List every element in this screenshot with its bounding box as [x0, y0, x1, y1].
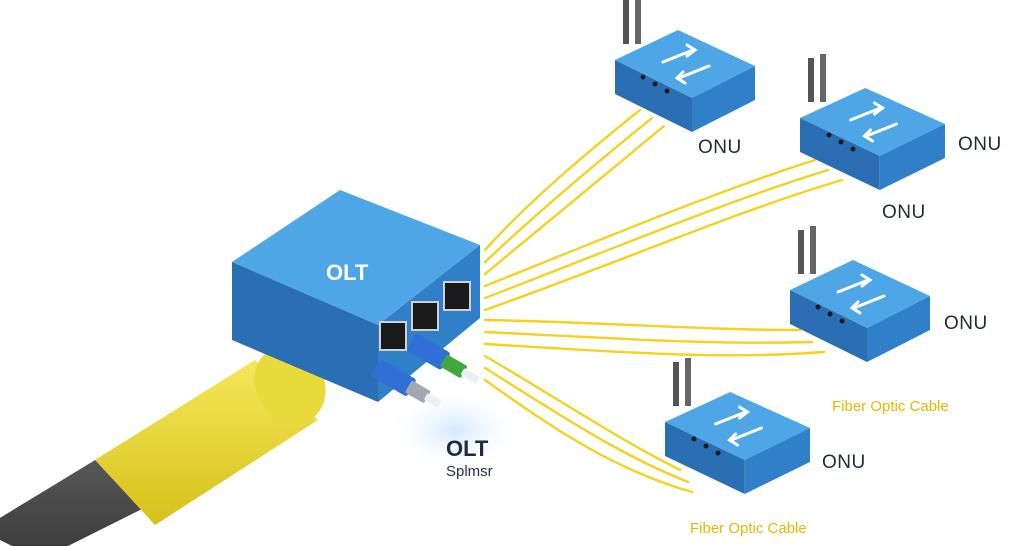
ethernet-port-icon [443, 281, 471, 311]
port-icon [664, 88, 670, 94]
fiber-strand [483, 158, 817, 288]
onu-label: ONU [698, 137, 742, 158]
transfer-arrows-icon [849, 101, 898, 143]
antenna-icon [685, 358, 691, 406]
onu-device [615, 0, 755, 132]
onu-label: ONU [944, 313, 988, 334]
antenna-icon [798, 230, 804, 274]
onu-label: ONU [958, 134, 1002, 155]
fiber-strand [483, 116, 654, 264]
port-icon [652, 81, 658, 87]
onu-label: ONU [882, 202, 926, 223]
fiber-strand [483, 342, 826, 357]
ethernet-port-icon [411, 301, 439, 331]
fiber-strand [483, 124, 666, 276]
fiber-cable-label: Fiber Optic Cable [690, 520, 807, 537]
port-icon [715, 450, 721, 456]
fiber-cables [483, 108, 844, 494]
fiber-strand [483, 168, 830, 300]
transfer-arrows-icon [661, 43, 711, 85]
fiber-strand [483, 178, 844, 312]
port-icon [640, 74, 646, 80]
olt-box-label: OLT [326, 260, 369, 285]
ethernet-ports [379, 281, 471, 351]
onu-device [790, 226, 930, 362]
fiber-strand [483, 354, 682, 472]
fiber-strand [483, 378, 694, 494]
port-icon [827, 311, 833, 317]
port-icon [815, 304, 821, 310]
onu-device [800, 54, 945, 190]
olt-label: OLT [446, 436, 489, 461]
antenna-icon [810, 226, 816, 274]
splitter-label: Splmsr [446, 463, 493, 480]
onu-devices [615, 0, 945, 494]
trunk-cable [0, 346, 326, 546]
port-icon [703, 443, 709, 449]
fiber-strand [483, 318, 802, 332]
port-icon [839, 318, 845, 324]
port-icon [850, 146, 856, 152]
fiber-strand [483, 366, 690, 484]
fiber-connectors [371, 334, 480, 408]
port-icon [826, 132, 832, 138]
antenna-icon [820, 54, 826, 102]
transfer-arrows-icon [714, 405, 763, 447]
ethernet-port-icon [379, 321, 407, 351]
splitter-glow [385, 385, 525, 475]
antenna-icon [635, 0, 641, 44]
antenna-icon [808, 58, 814, 102]
onu-label: ONU [822, 452, 866, 473]
onu-device [665, 358, 810, 494]
olt-device [232, 190, 480, 402]
transfer-arrows-icon [836, 273, 886, 315]
port-icon [691, 436, 697, 442]
fiber-strand [483, 108, 642, 252]
fiber-strand [483, 330, 814, 344]
port-icon [838, 139, 844, 145]
fiber-cable-label: Fiber Optic Cable [832, 398, 949, 415]
antenna-icon [673, 362, 679, 406]
antenna-icon [623, 0, 629, 44]
